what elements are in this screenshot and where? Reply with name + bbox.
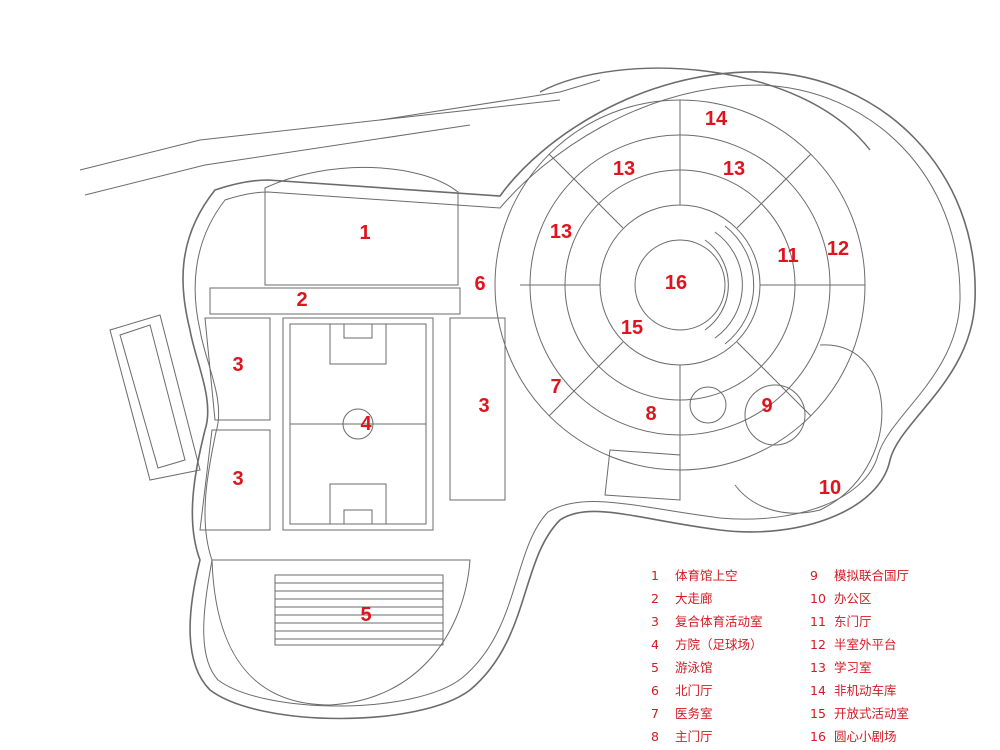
building-outline <box>182 71 976 720</box>
sport-room <box>449 317 506 501</box>
zone-label: 2 <box>296 289 307 311</box>
pool-hall <box>211 559 471 706</box>
zone-label: 11 <box>777 245 798 267</box>
office-wing <box>734 344 883 514</box>
corridor <box>209 287 461 315</box>
football-court <box>282 317 434 531</box>
zone-label: 10 <box>819 477 841 499</box>
zone-label: 15 <box>621 317 643 339</box>
sport-room <box>199 429 271 531</box>
zone-label: 4 <box>360 413 372 435</box>
building-inner-outline <box>194 84 961 707</box>
zone-label: 3 <box>478 395 489 417</box>
west-annex <box>109 314 201 481</box>
west-annex <box>119 324 186 469</box>
theatre <box>634 239 726 331</box>
zone-label: 7 <box>550 376 561 398</box>
zone-label: 13 <box>613 158 635 180</box>
zone-label: 14 <box>705 108 728 130</box>
zone-label: 13 <box>550 221 572 243</box>
zone-label: 9 <box>761 395 772 417</box>
zone-label: 13 <box>723 158 745 180</box>
zone-label: 3 <box>232 468 243 490</box>
road-edge <box>79 99 561 171</box>
zone-label: 12 <box>827 238 849 260</box>
zone-label: 3 <box>232 354 243 376</box>
zone-label: 8 <box>645 403 656 425</box>
sport-room <box>204 317 271 421</box>
zone-label: 6 <box>474 273 485 295</box>
road-edge <box>379 79 601 121</box>
un-hall <box>744 384 806 446</box>
pool <box>274 574 444 646</box>
zone-label: 5 <box>360 604 371 626</box>
zone-label: 1 <box>359 222 370 244</box>
gym-hall <box>264 166 459 286</box>
road-edge <box>84 124 471 196</box>
zone-label: 16 <box>665 272 687 294</box>
